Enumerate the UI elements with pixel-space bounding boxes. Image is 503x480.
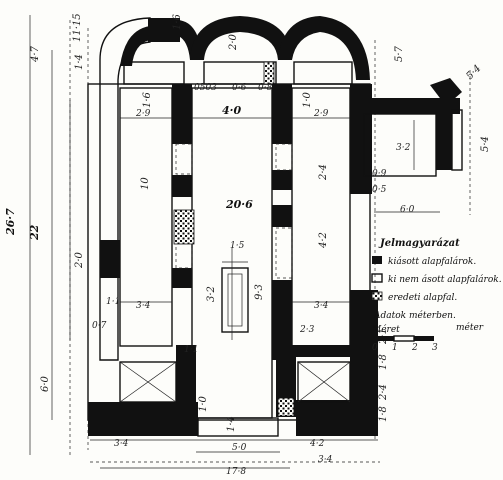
sacristy <box>363 113 437 177</box>
dim-small-2: 0·5 <box>372 185 387 195</box>
dim-bottom-h4: 1·8 <box>378 406 389 422</box>
dim-sacristy-width: 6·0 <box>400 205 415 215</box>
legend-title: Jelmagyarázat <box>378 238 460 249</box>
dim-sacristy-side: 5·4 <box>464 63 483 82</box>
dim-left-aisle-length: 10 <box>140 177 151 190</box>
dim-bottom-h1: 2·4 <box>378 384 389 401</box>
dim-inner-height: 22 <box>28 224 41 241</box>
dimension-lines <box>29 15 440 469</box>
scale-tick-1: 1 <box>392 343 398 353</box>
legend-note: Adatok méterben. <box>373 310 456 321</box>
dim-top-marker-2: 1·4 <box>74 54 85 70</box>
dim-right-edge-top: 5·7 <box>394 45 405 62</box>
dim-tomb-height: 3·2 <box>206 286 217 302</box>
dim-left-aisle-width: 2·9 <box>135 109 151 119</box>
sacristy-edge <box>451 109 463 171</box>
dim-low-1: 1·0 <box>198 395 209 412</box>
dim-bottom-right: 4·2 <box>309 439 325 449</box>
legend-item-excavated: kiásott alapfalárok. <box>388 256 476 267</box>
dim-corner-3: 0·8 <box>258 83 273 93</box>
left-apse-wall <box>148 18 180 42</box>
scale-unit: méter <box>456 322 484 333</box>
towers <box>119 361 351 403</box>
dim-low-3: 1·1 <box>184 345 198 355</box>
legend: Jelmagyarázat kiásott alapfalárok. ki ne… <box>371 238 502 321</box>
dim-bottom-center: 5·0 <box>232 443 247 453</box>
dim-bottom-right-2: 3·4 <box>318 455 333 465</box>
dim-total-width: 17·8 <box>226 467 246 477</box>
dim-small-1: 0·9 <box>372 169 387 179</box>
scale-tick-2: 2 <box>411 343 418 353</box>
dim-tomb-height-2: 9·3 <box>254 284 265 300</box>
dim-nave-width: 4·0 <box>222 104 241 117</box>
dim-apse-center: 2·0 <box>228 33 239 51</box>
original-foundation <box>173 61 295 417</box>
dim-top-left: 4·7 <box>30 45 41 63</box>
legend-item-unexcavated: ki nem ásott alapfalárok. <box>388 274 502 285</box>
dim-code-1: 0503 <box>194 83 217 93</box>
scale-label: Méret <box>371 324 400 335</box>
dim-corner-1: 0·7 <box>92 321 107 331</box>
dim-left-mid: 2·0 <box>74 251 85 269</box>
dim-bottom-left: 3·4 <box>114 439 129 449</box>
dim-left-upper: 11·15 <box>72 13 83 42</box>
dim-code-2: 0·6 <box>232 83 247 93</box>
legend-swatch-solid <box>372 256 382 264</box>
dim-apse-right: 1·0 <box>302 91 313 108</box>
dim-right-edge-mid: 5·4 <box>480 136 491 152</box>
dim-total-height: 26·7 <box>4 208 17 236</box>
dim-corner-2: 1·1 <box>106 297 120 307</box>
dim-bottom-h2: 1·8 <box>378 354 389 370</box>
excavated-walls <box>88 78 462 436</box>
legend-swatch-hatched <box>371 291 383 301</box>
scale-bar: Méret méter 0 1 2 3 <box>371 322 484 353</box>
legend-item-original: eredeti alapfal. <box>388 293 457 303</box>
dim-nave-length: 20·6 <box>225 198 253 211</box>
dim-right-lower-width: 3·4 <box>314 301 329 311</box>
dim-sacristy-height: 3·2 <box>396 143 411 153</box>
dim-right-aisle-width: 2·9 <box>313 109 329 119</box>
dim-apse-left: 1·6 <box>142 91 153 108</box>
legend-swatch-empty <box>371 273 383 283</box>
dim-top-marker: 1·6 <box>172 13 183 30</box>
dim-right-aisle-length: 2·4 <box>318 164 329 181</box>
dim-left-lower-width: 3·4 <box>136 301 151 311</box>
entrance <box>197 417 279 437</box>
scale-tick-0: 0 <box>372 343 378 353</box>
scale-tick-3: 3 <box>432 343 438 353</box>
dim-tomb-width: 1·5 <box>230 241 245 251</box>
dim-low-2: 1·4 <box>226 416 237 432</box>
apses <box>120 16 370 85</box>
dim-left-lower: 6·0 <box>40 375 51 392</box>
dim-right-aisle-length-2: 4·2 <box>318 232 329 249</box>
dim-low-4: 2·3 <box>299 325 315 335</box>
tomb <box>221 267 249 333</box>
